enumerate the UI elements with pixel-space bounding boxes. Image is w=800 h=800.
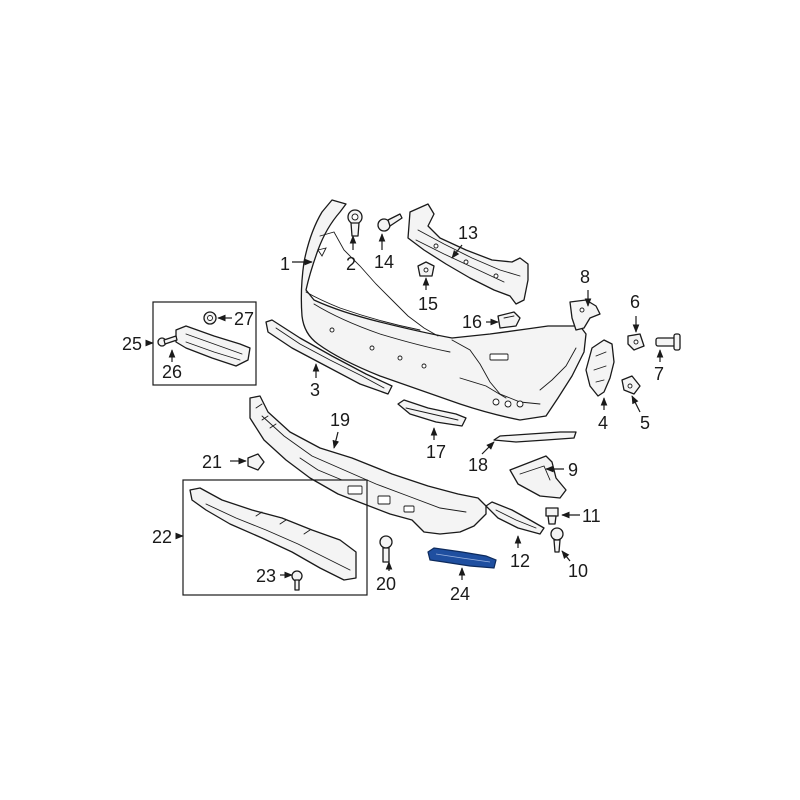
trim-strip-3 bbox=[265, 319, 393, 395]
trim-24-highlighted bbox=[427, 547, 497, 569]
clip-5 bbox=[621, 375, 641, 395]
lower-deflector-19 bbox=[249, 395, 487, 535]
clip-6 bbox=[627, 333, 645, 351]
side-bracket-4 bbox=[585, 339, 615, 397]
callout-6: 6 bbox=[630, 292, 640, 312]
license-plate-bracket-26 bbox=[175, 325, 251, 367]
callout-7: 7 bbox=[654, 364, 664, 384]
callout-15: 15 bbox=[418, 294, 438, 314]
bumper-cover bbox=[300, 199, 587, 421]
callout-14: 14 bbox=[374, 252, 394, 272]
shield-22 bbox=[189, 487, 357, 581]
bolt-2 bbox=[347, 209, 363, 237]
sensor-cover-16 bbox=[497, 311, 521, 329]
clip-21 bbox=[247, 453, 265, 471]
lower-side-trim-12 bbox=[485, 501, 545, 535]
callout-4: 4 bbox=[598, 413, 608, 433]
screw-26 bbox=[157, 335, 178, 347]
bumper-reinforcement bbox=[407, 203, 529, 305]
leader-arrow-13 bbox=[451, 244, 463, 259]
leader-arrow-5 bbox=[631, 395, 641, 413]
callout-12: 12 bbox=[510, 551, 530, 571]
callout-24: 24 bbox=[450, 584, 470, 604]
lower-trim-17 bbox=[397, 399, 467, 427]
leader-arrow-10 bbox=[561, 550, 571, 562]
callout-13: 13 bbox=[458, 223, 478, 243]
callout-2: 2 bbox=[346, 254, 356, 274]
callout-19: 19 bbox=[330, 410, 350, 430]
callout-17: 17 bbox=[426, 442, 446, 462]
callout-25: 25 bbox=[122, 334, 142, 354]
callout-11: 11 bbox=[582, 506, 601, 526]
callout-3: 3 bbox=[310, 380, 320, 400]
callout-20: 20 bbox=[376, 574, 396, 594]
side-trim-18 bbox=[493, 431, 577, 443]
screw-7 bbox=[655, 333, 681, 351]
leader-lines bbox=[145, 233, 664, 580]
nut-27 bbox=[203, 311, 217, 325]
leader-arrow-19 bbox=[332, 431, 340, 449]
bracket-8 bbox=[569, 299, 601, 331]
push-pin-11 bbox=[545, 507, 559, 525]
callout-22: 22 bbox=[152, 527, 172, 547]
callout-16: 16 bbox=[462, 312, 482, 332]
callout-23: 23 bbox=[256, 566, 276, 586]
clip-15 bbox=[417, 261, 435, 277]
bolt-20 bbox=[379, 535, 393, 563]
callout-21: 21 bbox=[202, 452, 222, 472]
callout-18: 18 bbox=[468, 455, 488, 475]
bracket-9 bbox=[509, 455, 567, 499]
bolt-14 bbox=[377, 213, 403, 232]
bolt-10 bbox=[550, 527, 564, 553]
callout-1: 1 bbox=[280, 254, 290, 274]
callout-8: 8 bbox=[580, 267, 590, 287]
screw-23 bbox=[291, 570, 303, 591]
callout-26: 26 bbox=[162, 362, 182, 382]
leader-arrow-18 bbox=[481, 441, 495, 455]
callout-5: 5 bbox=[640, 413, 650, 433]
callout-27: 27 bbox=[234, 309, 254, 329]
callout-10: 10 bbox=[568, 561, 588, 581]
callout-9: 9 bbox=[568, 460, 578, 480]
